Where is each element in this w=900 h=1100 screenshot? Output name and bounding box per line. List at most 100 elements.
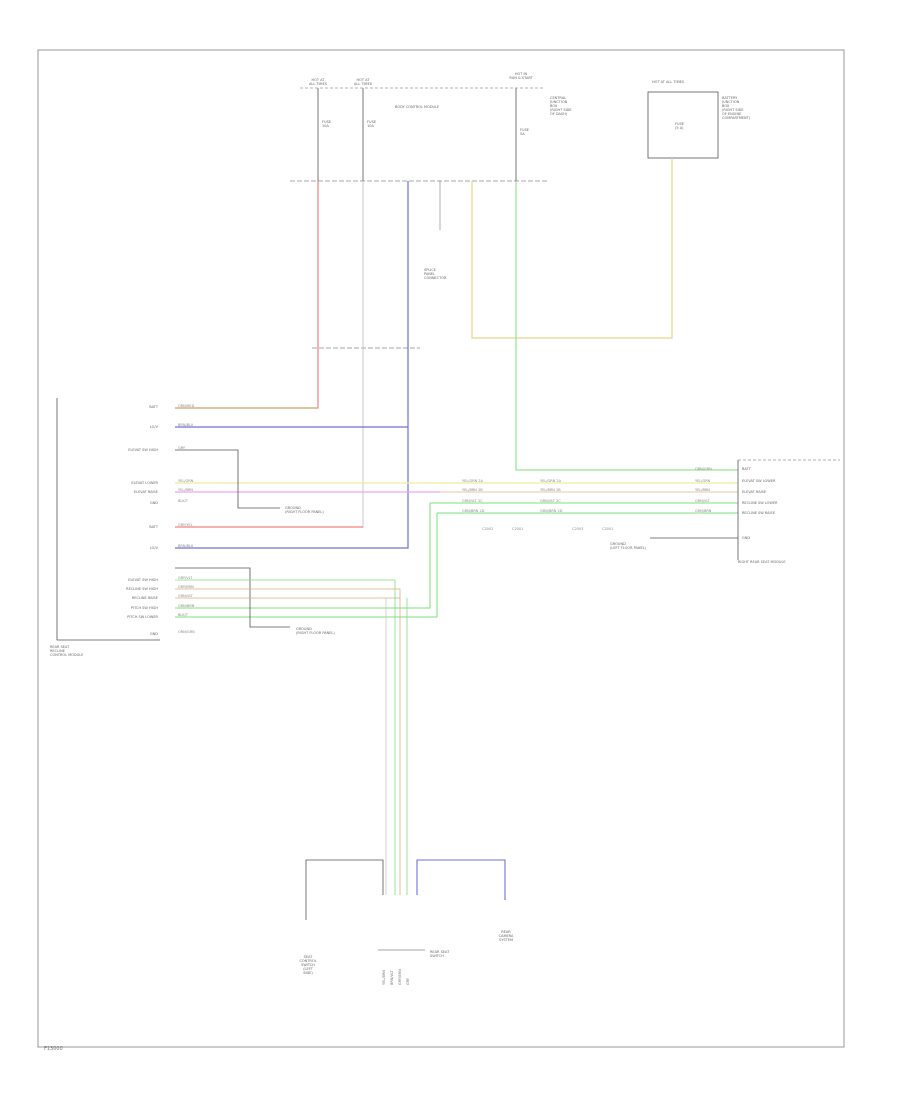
footer-code: F13000 bbox=[44, 1046, 63, 1052]
bottom-wire-tag-0: YEL/BRN bbox=[382, 970, 386, 985]
left-pin-16: GND bbox=[149, 632, 158, 636]
central-junction-label: CENTRAL JUNCTION BOX (RIGHT SIDE OF DASH… bbox=[550, 96, 572, 116]
bjb-line-6: COMPARTMENT) bbox=[722, 116, 751, 120]
bus-label-2b: GRN/VLT 2C bbox=[540, 499, 561, 503]
right-pin-3: RECLINE SW LOWER bbox=[742, 501, 778, 505]
right-wire-3: GRN/VLT bbox=[695, 499, 710, 503]
cjb-line-1: CENTRAL bbox=[550, 96, 567, 100]
bl-line-4: (LEFT bbox=[303, 967, 313, 971]
br-line-3: SYSTEM bbox=[499, 938, 513, 942]
right-pin-5: GND bbox=[742, 536, 751, 540]
diagram-frame bbox=[37, 49, 845, 1048]
fuse-3-bottom: RUN & START bbox=[509, 76, 533, 80]
battery-junction-fuse: FUSE (5 A) bbox=[675, 122, 684, 130]
mid-code-3: C2001 bbox=[602, 527, 614, 531]
fuse-1-amps: 10A bbox=[322, 124, 329, 128]
fuse-1-top: HOT AT bbox=[311, 78, 325, 82]
ground-a-line-1: GROUND bbox=[285, 506, 301, 510]
wire-lower-2 bbox=[175, 588, 401, 895]
right-ground-line-2: (LEFT FLOOR PANEL) bbox=[610, 546, 647, 550]
fuse-1-fuse: FUSE bbox=[322, 120, 332, 124]
splice-box-label: SPLICE PANEL CONNECTOR bbox=[424, 268, 446, 280]
bm-line-1: REAR SEAT bbox=[430, 950, 450, 954]
left-wire-5: YEL/BRN bbox=[178, 488, 193, 492]
mid-code-0: C2002 bbox=[482, 527, 494, 531]
ground-b-line-1: GROUND bbox=[296, 627, 312, 631]
wire-lower-1 bbox=[175, 579, 396, 895]
left-wire-14: GRN/BRN bbox=[178, 604, 195, 608]
cjb-line-3: BOX bbox=[550, 104, 558, 108]
fuse-3-rating: FUSE 5A bbox=[520, 128, 529, 136]
left-pin-12: RECLINE SW HIGH bbox=[126, 587, 158, 591]
bl-line-2: CONTROL bbox=[299, 959, 317, 963]
right-pin-4: RECLINE SW RAISE bbox=[742, 511, 775, 515]
left-wire-1: BRN/BLU bbox=[178, 423, 194, 427]
wire-blue bbox=[175, 181, 409, 549]
left-wire-11: GRY/VLT bbox=[178, 576, 193, 580]
wire-green-down-1 bbox=[175, 503, 431, 609]
bl-line-1: SEAT bbox=[303, 955, 313, 959]
right-wire-4: GRN/BRN bbox=[695, 509, 712, 513]
bottom-wire-tag-1: BRN/VLT bbox=[390, 970, 394, 985]
bjb-line-5: OF ENGINE bbox=[722, 112, 742, 116]
wire-ground-a bbox=[175, 449, 280, 509]
cjb-line-5: OF DASH) bbox=[550, 112, 568, 116]
splice-line-1: SPLICE bbox=[424, 268, 436, 272]
bjb-line-2: JUNCTION bbox=[722, 100, 740, 104]
left-pin-2: ELEVAT SW HIGH bbox=[128, 448, 158, 452]
br-line-1: REAR bbox=[501, 930, 511, 934]
fuse-3-label: HOT IN RUN & START bbox=[496, 72, 546, 80]
right-pin-2: ELEVAT RAISE bbox=[742, 490, 767, 494]
left-pin-4: ELEVAT LOWER bbox=[131, 481, 158, 485]
ground-b-label: GROUND (RIGHT FLOOR PANEL) bbox=[296, 627, 335, 635]
cjb-line-2: JUNCTION bbox=[550, 100, 568, 104]
left-wire-8: GRY/YEL bbox=[178, 523, 193, 527]
rsm-line-3: CONTROL MODULE bbox=[50, 653, 84, 657]
left-pin-9: LO/V bbox=[149, 546, 158, 550]
battery-junction-top: HOT AT ALL TIMES bbox=[652, 80, 685, 84]
left-pin-6: GND bbox=[149, 501, 158, 505]
mid-code-1: C2001 bbox=[512, 527, 524, 531]
wire-green-long bbox=[515, 181, 738, 471]
fuse-2-label: HOT AT ALL TIMES bbox=[343, 78, 383, 86]
right-module-title: RIGHT REAR SEAT MODULE bbox=[738, 560, 786, 564]
bottom-wire-tag-2: GRY/BRN bbox=[398, 969, 402, 985]
left-wire-12: GRY/BRN bbox=[178, 585, 194, 589]
right-wire-1: YEL/GRN bbox=[695, 479, 711, 483]
wire-bottom-left bbox=[305, 859, 384, 920]
fuse-2-rating: FUSE 10A bbox=[367, 120, 376, 128]
left-pin-15: PITCH SW LOWER bbox=[127, 615, 158, 619]
splice-line-3: CONNECTOR bbox=[424, 276, 447, 280]
bus-label-3: GRN/BRN 2D bbox=[462, 509, 485, 513]
bl-line-3: SWITCH bbox=[301, 963, 315, 967]
bl-line-5: SIDE) bbox=[303, 971, 313, 975]
left-wire-4: YEL/GRN bbox=[178, 479, 194, 483]
bm-line-2: SWITCH bbox=[430, 954, 444, 958]
left-wire-6: BLK/T bbox=[178, 499, 188, 503]
bus-label-0: YEL/GRN 2A bbox=[462, 479, 483, 483]
fuse-2-fuse: FUSE bbox=[367, 120, 377, 124]
left-wire-16: ORN/GRN bbox=[178, 630, 195, 634]
bjb-line-1: BATTERY bbox=[722, 96, 738, 100]
left-pin-11: ELEVAT SW HIGH bbox=[128, 578, 158, 582]
left-pin-1: LO/V bbox=[149, 425, 158, 429]
bus-label-0b: YEL/GRN 2A bbox=[540, 479, 561, 483]
fuse-1-label: HOT AT ALL TIMES bbox=[298, 78, 338, 86]
bottom-wire-tag-3: GRY bbox=[406, 977, 410, 985]
wire-green-down-2 bbox=[175, 513, 438, 618]
splice-line-2: PANEL bbox=[424, 272, 436, 276]
fuse-2-amps: 10A bbox=[367, 124, 374, 128]
fuse-1-rating: FUSE 10A bbox=[322, 120, 331, 128]
cjb-line-4: (RIGHT SIDE bbox=[550, 108, 572, 112]
left-wire-2: GRY bbox=[178, 446, 186, 450]
bcm-label: BODY CONTROL MODULE bbox=[395, 105, 440, 109]
fuse-2-bottom: ALL TIMES bbox=[353, 82, 373, 86]
ground-a-label: GROUND (RIGHT FLOOR PANEL) bbox=[285, 506, 324, 514]
bjb-fuse-1: FUSE bbox=[675, 122, 685, 126]
left-pin-0: BATT bbox=[149, 405, 158, 409]
wire-ground-b bbox=[175, 567, 290, 628]
wire-yellow-loop bbox=[471, 158, 673, 339]
battery-junction-label: BATTERY JUNCTION BOX (RIGHT SIDE OF ENGI… bbox=[722, 96, 750, 120]
right-wire-2: YEL/BRN bbox=[695, 488, 710, 492]
mid-code-2: C2003 bbox=[572, 527, 584, 531]
